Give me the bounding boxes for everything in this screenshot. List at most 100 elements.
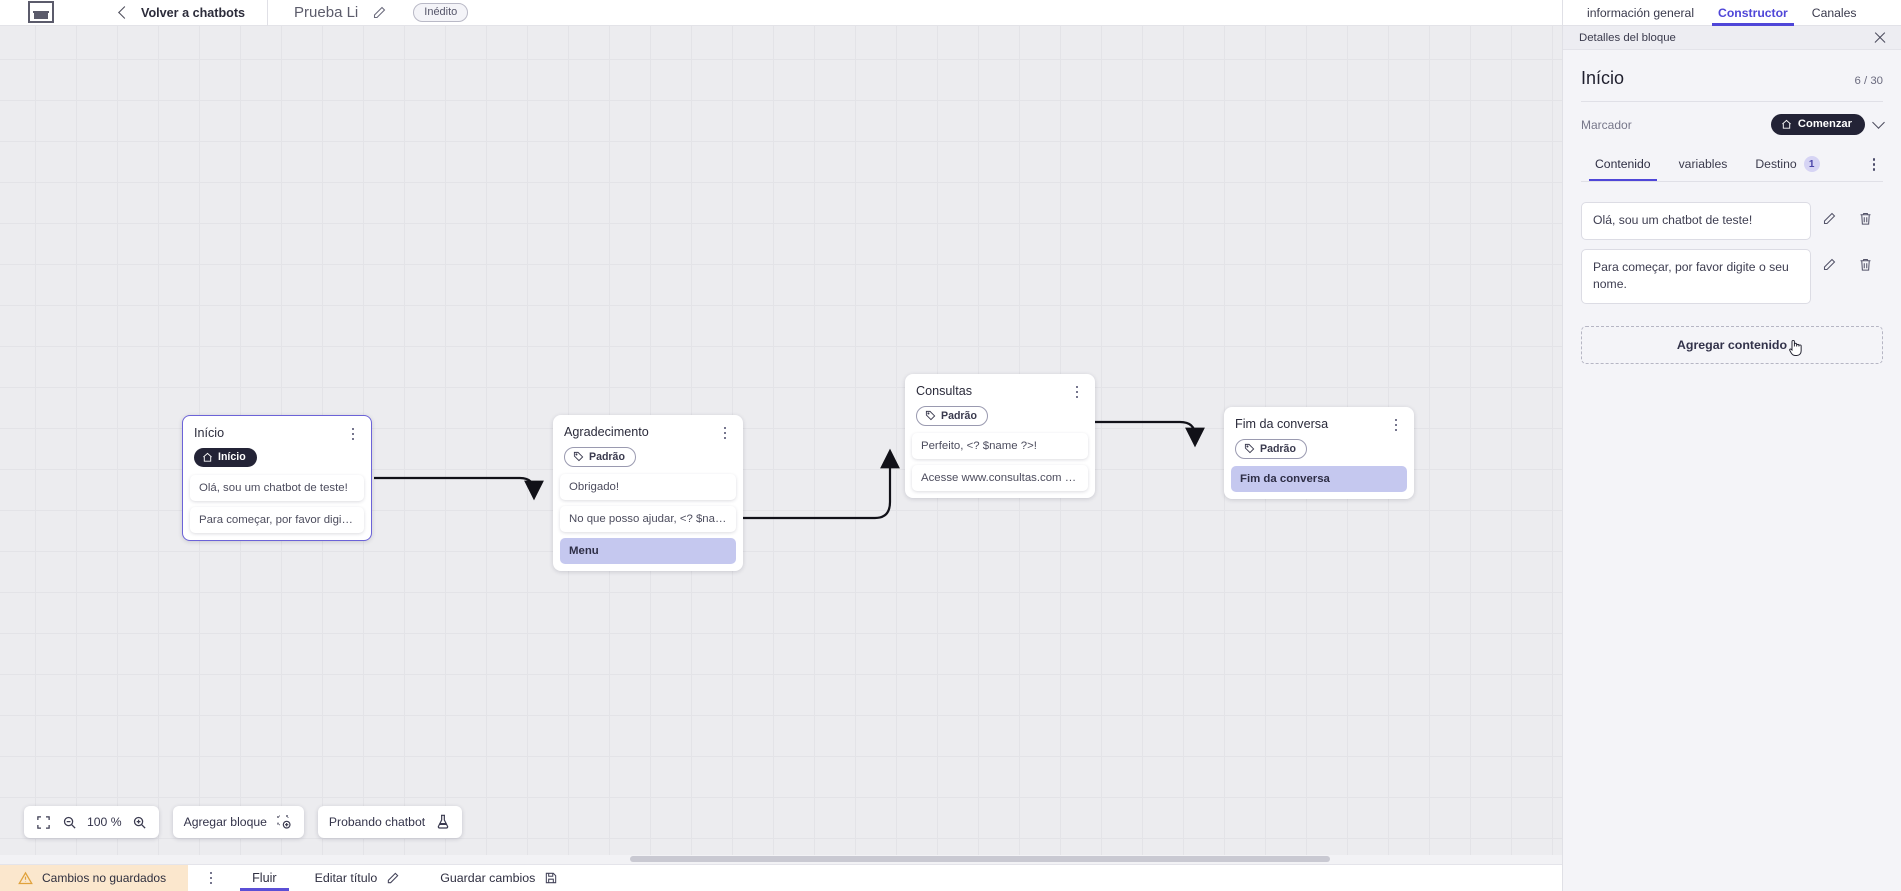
node-item[interactable]: Perfeito, <? $name ?>! [912, 433, 1088, 459]
canvas-horizontal-scrollbar[interactable] [0, 855, 1562, 864]
node-tag-default: Padrão [916, 406, 988, 426]
flow-node-inicio[interactable]: Início Início Olá, sou um chatbot de tes… [182, 415, 372, 541]
node-item[interactable]: Olá, sou um chatbot de teste! [190, 474, 364, 501]
status-menu-icon[interactable] [188, 865, 234, 891]
tab-canales[interactable]: Canales [1811, 5, 1857, 20]
warning-triangle-icon [18, 871, 33, 884]
node-tag-label: Início [218, 451, 246, 463]
test-chatbot-label: Probando chatbot [328, 815, 426, 829]
node-tag-label: Padrão [589, 450, 625, 463]
marker-label: Marcador [1581, 117, 1632, 132]
home-icon [203, 452, 212, 462]
node-item[interactable]: Fim da conversa [1231, 466, 1407, 492]
tab-variables[interactable]: variables [1665, 149, 1742, 180]
node-menu-icon[interactable] [718, 425, 732, 441]
node-menu-icon[interactable] [346, 426, 360, 442]
block-details-panel: información general Constructor Canales … [1562, 0, 1901, 891]
tab-informacion-general[interactable]: información general [1587, 5, 1695, 20]
bottom-status-bar: Cambios no guardados Fluir Editar título… [0, 864, 1562, 891]
top-bar: Volver a chatbots Prueba Li Inédito [0, 0, 1562, 26]
zoom-controls: 100 % [24, 806, 159, 838]
marker-controls: Comenzar [1770, 114, 1885, 135]
node-item-list: Perfeito, <? $name ?>! Acesse www.consul… [905, 433, 1095, 491]
tab-fluir[interactable]: Fluir [234, 865, 295, 891]
save-disk-icon [546, 872, 557, 884]
unsaved-changes-indicator: Cambios no guardados [0, 865, 189, 891]
node-tag-label: Padrão [941, 409, 977, 422]
tag-icon [573, 451, 584, 462]
kebab-menu-icon[interactable] [1869, 157, 1883, 173]
node-title: Agradecimento [564, 425, 649, 439]
pencil-icon[interactable] [1811, 254, 1847, 276]
block-title-row: Início 6 / 30 [1581, 50, 1883, 102]
tab-destino[interactable]: Destino 1 [1741, 148, 1833, 181]
canvas-toolbar: 100 % Agregar bloque Probando chatbot [24, 806, 463, 838]
node-tag-label: Padrão [1260, 442, 1296, 455]
panel-body: Início 6 / 30 Marcador Comenzar [1563, 50, 1901, 365]
mouse-cursor-pointer [1786, 337, 1804, 359]
node-menu-icon[interactable] [1389, 417, 1403, 433]
trash-icon[interactable] [1847, 254, 1883, 276]
flow-node-consultas[interactable]: Consultas Padrão Perfeito, <? $name ?>! … [905, 374, 1095, 498]
destino-count-badge: 1 [1803, 156, 1820, 172]
content-card[interactable]: Para começar, por favor digite o seu nom… [1581, 248, 1811, 305]
app-logo-icon[interactable] [26, 0, 56, 26]
flask-icon [434, 814, 451, 831]
content-tab-row: Contenido variables Destino 1 [1581, 148, 1883, 182]
flow-node-fim-da-conversa[interactable]: Fim da conversa Padrão Fim da conversa [1224, 407, 1414, 499]
block-count: 6 / 30 [1854, 75, 1884, 87]
close-icon[interactable] [1873, 31, 1887, 45]
node-tag-default: Padrão [1235, 439, 1307, 459]
node-item[interactable]: No que posso ajudar, <? $name ... [560, 506, 736, 532]
node-item[interactable]: Para começar, por favor digite o ... [190, 506, 364, 533]
add-block-button[interactable]: Agregar bloque [172, 806, 304, 838]
node-title: Início [194, 426, 225, 440]
tab-fluir-label: Fluir [252, 871, 277, 885]
add-block-icon [276, 814, 293, 831]
tab-contenido[interactable]: Contenido [1581, 149, 1665, 181]
pencil-icon [388, 872, 399, 884]
tab-constructor[interactable]: Constructor [1706, 0, 1800, 26]
node-tag-start: Início [194, 448, 257, 467]
connector-edges [374, 420, 1205, 520]
node-title: Consultas [916, 384, 973, 398]
back-to-chatbots-link[interactable]: Volver a chatbots [141, 5, 246, 20]
zoom-in-icon[interactable] [131, 814, 148, 831]
node-tag-default: Padrão [564, 447, 636, 467]
node-header: Consultas [905, 374, 1095, 400]
chevron-down-icon[interactable] [1872, 116, 1885, 129]
content-item-list: Olá, sou um chatbot de teste! [1581, 182, 1883, 305]
node-menu-icon[interactable] [1070, 384, 1084, 400]
edit-title-label: Editar título [314, 871, 378, 885]
node-tag-row: Padrão [905, 400, 1095, 433]
content-row-actions [1811, 202, 1883, 229]
node-item[interactable]: Acesse www.consultas.com par... [912, 465, 1088, 491]
chevron-left-icon[interactable] [118, 6, 131, 19]
node-item[interactable]: Obrigado! [560, 474, 736, 500]
scrollbar-thumb[interactable] [630, 856, 1330, 862]
test-chatbot-button[interactable]: Probando chatbot [317, 806, 463, 838]
node-header: Fim da conversa [1224, 407, 1414, 433]
marker-pill-comenzar[interactable]: Comenzar [1770, 114, 1865, 135]
flow-node-agradecimento[interactable]: Agradecimento Padrão Obrigado! No que po… [553, 415, 743, 571]
tab-contenido-label: Contenido [1595, 157, 1651, 171]
panel-subheader: Detalles del bloque [1563, 26, 1901, 50]
edit-title-button[interactable]: Editar título [295, 865, 421, 891]
node-tag-row: Padrão [1224, 433, 1414, 466]
content-row: Para começar, por favor digite o seu nom… [1581, 248, 1883, 305]
flow-canvas[interactable]: Início Início Olá, sou um chatbot de tes… [0, 26, 1562, 864]
tab-variables-label: variables [1678, 157, 1728, 171]
pencil-icon[interactable] [372, 5, 387, 20]
node-item-menu[interactable]: Menu [560, 538, 736, 564]
fit-screen-icon[interactable] [35, 814, 52, 831]
marker-row: Marcador Comenzar [1581, 102, 1885, 148]
trash-icon[interactable] [1847, 207, 1883, 229]
save-changes-button[interactable]: Guardar cambios [420, 865, 578, 891]
tab-destino-label: Destino [1755, 157, 1797, 171]
add-content-button[interactable]: Agregar contenido [1581, 326, 1883, 365]
zoom-out-icon[interactable] [61, 814, 78, 831]
home-icon [1781, 119, 1791, 129]
content-card[interactable]: Olá, sou um chatbot de teste! [1581, 202, 1811, 240]
pencil-icon[interactable] [1811, 207, 1847, 229]
